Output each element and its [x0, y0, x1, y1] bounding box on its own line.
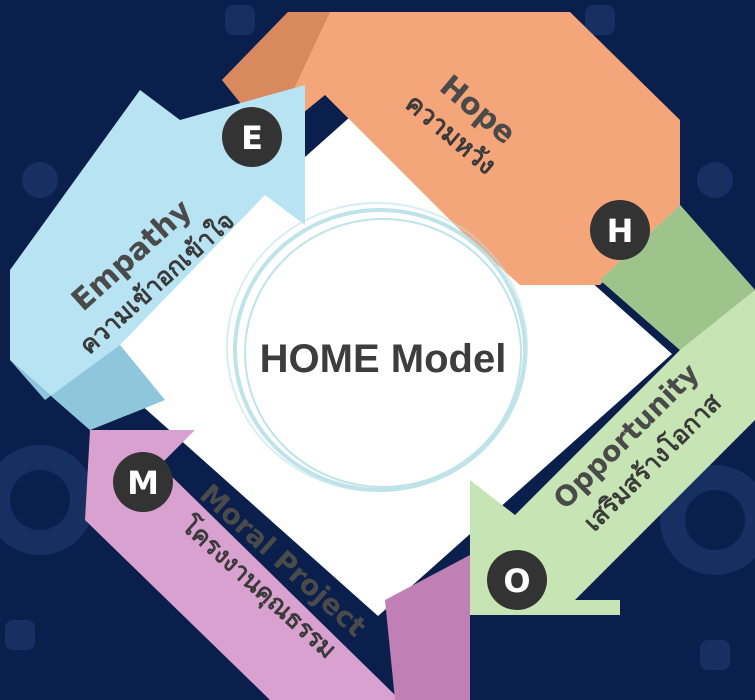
- empathy-badge-letter: E: [241, 119, 263, 157]
- hope-badge-letter: H: [607, 212, 634, 250]
- opportunity-arrow: [470, 205, 755, 615]
- empathy-arrow: [10, 85, 305, 430]
- hope-badge: H: [590, 200, 650, 260]
- empathy-badge: E: [222, 107, 282, 167]
- opportunity-badge: O: [487, 550, 547, 610]
- empathy-badge-circle: [222, 107, 282, 167]
- center-swirl: [226, 202, 528, 492]
- moral-badge: M: [113, 452, 173, 512]
- hope-badge-circle: [590, 200, 650, 260]
- moral-badge-letter: M: [127, 464, 159, 502]
- background-ornaments: [0, 5, 755, 670]
- diagram-title: HOME Model: [260, 337, 507, 381]
- opportunity-badge-circle: [487, 550, 547, 610]
- opportunity-badge-letter: O: [503, 562, 530, 600]
- moral-badge-circle: [113, 452, 173, 512]
